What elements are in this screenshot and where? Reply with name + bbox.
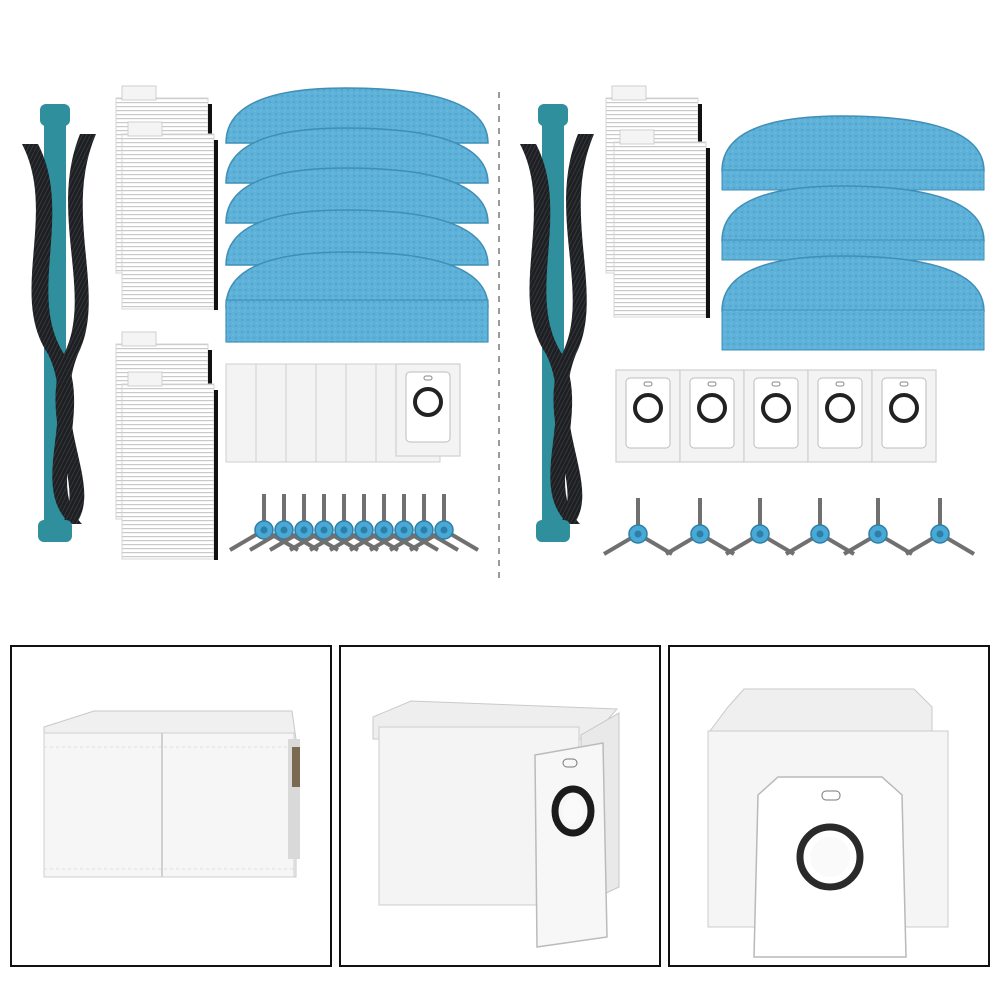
detail-panel-bag-collar (668, 645, 990, 967)
dust-bags-stack (225, 362, 462, 463)
main-brush-roller (22, 104, 96, 542)
dust-bag-collar-view (707, 688, 949, 958)
product-sets-illustration (22, 85, 985, 582)
detail-panel-bag-angled (339, 645, 661, 967)
dust-bags-b (614, 368, 938, 464)
dust-bag-angled-view (372, 700, 620, 948)
detail-panel-bag-front (10, 645, 332, 967)
hepa-filters (115, 85, 219, 561)
hepa-filters-b (605, 85, 711, 319)
mop-pad-stack-body (225, 299, 489, 343)
set-a (22, 85, 489, 561)
side-brushes-stack (228, 492, 480, 552)
main-brush-roller-b (520, 104, 594, 542)
set-b (520, 85, 985, 556)
mop-pads-b (721, 115, 985, 351)
dust-bag-front-view (43, 710, 300, 878)
side-brushes-b (602, 496, 976, 556)
mop-pads (225, 87, 489, 308)
